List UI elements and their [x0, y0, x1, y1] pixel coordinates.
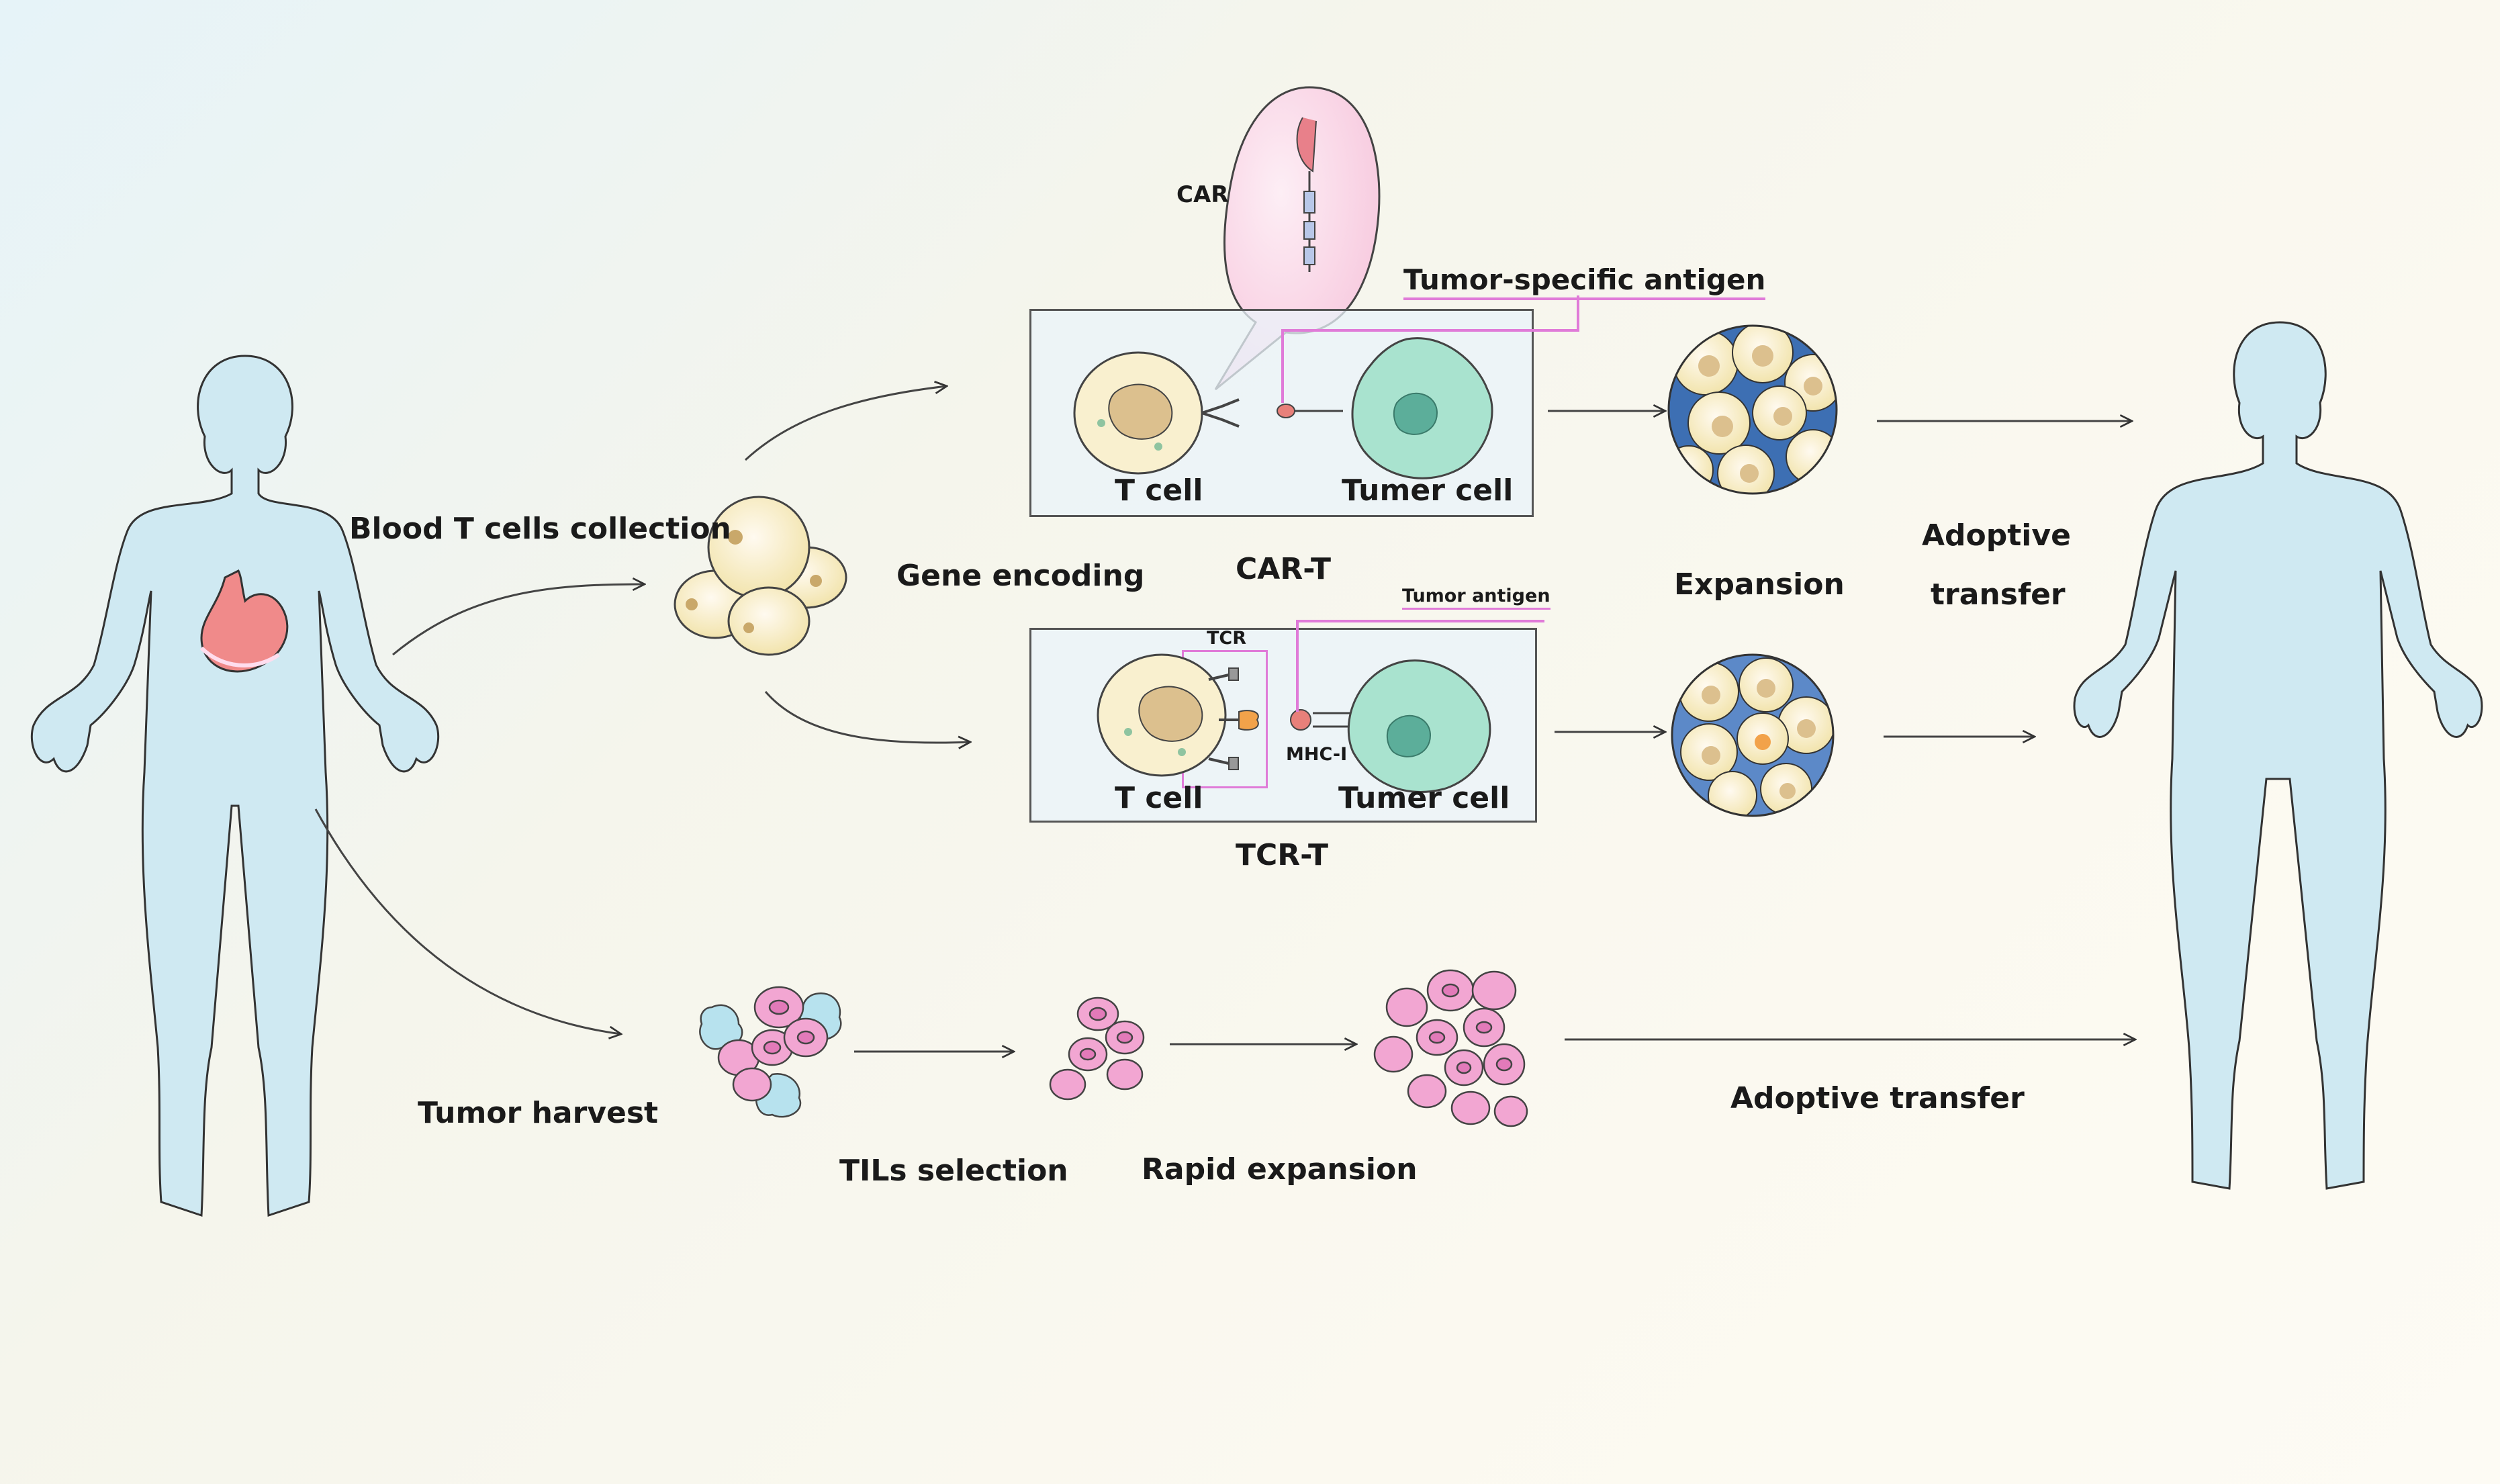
label-adoptive-transfer: Adoptive transfer	[1730, 1081, 2025, 1115]
label-gene-encoding: Gene encoding	[896, 559, 1145, 593]
tils-selection-cluster	[1049, 996, 1145, 1101]
tcr-highlight-box	[1182, 650, 1268, 788]
label-car-t: CAR-T	[1236, 552, 1332, 586]
label-t-cell-car: T cell	[1115, 473, 1203, 508]
label-blood-collection: Blood T cells collection	[349, 512, 731, 546]
label-tumer-cell-car: Tumer cell	[1342, 473, 1514, 508]
label-adoptive: Adoptive	[1922, 518, 2071, 553]
car-expansion-culture	[1667, 324, 1838, 495]
label-tumor-antigen: Tumor antigen	[1402, 586, 1550, 610]
stomach-icon	[199, 569, 289, 673]
label-mhc: MHC-I	[1286, 744, 1348, 765]
tcr-expansion-culture	[1671, 653, 1835, 817]
label-tumor-harvest: Tumor harvest	[418, 1096, 659, 1130]
patient-body-right	[2073, 321, 2483, 1190]
label-expansion: Expansion	[1674, 567, 1845, 602]
arrow-to-tumor-harvest	[314, 808, 621, 1034]
label-tcr-t: TCR-T	[1236, 838, 1328, 872]
label-transfer: transfer	[1931, 577, 2066, 612]
label-rapid-expansion: Rapid expansion	[1142, 1152, 1418, 1187]
arrow-to-tcr-t	[764, 691, 970, 743]
label-tils-selection: TILs selection	[839, 1154, 1068, 1188]
rapid-expansion-cluster	[1373, 969, 1528, 1127]
tumor-harvest-cluster	[699, 986, 842, 1118]
blood-t-cell-cluster	[674, 496, 847, 656]
label-t-cell-tcr: T cell	[1115, 781, 1203, 815]
arrow-to-car-t	[744, 386, 947, 461]
arrow-to-collection	[392, 584, 645, 656]
patient-body-left	[30, 355, 440, 1217]
label-tumor-specific-antigen: Tumor-specific antigen	[1403, 263, 1766, 300]
label-tcr: TCR	[1207, 628, 1247, 649]
label-car: CAR	[1176, 181, 1229, 208]
flow-arrows	[314, 386, 2135, 1052]
label-tumer-cell-tcr: Tumer cell	[1338, 781, 1510, 815]
